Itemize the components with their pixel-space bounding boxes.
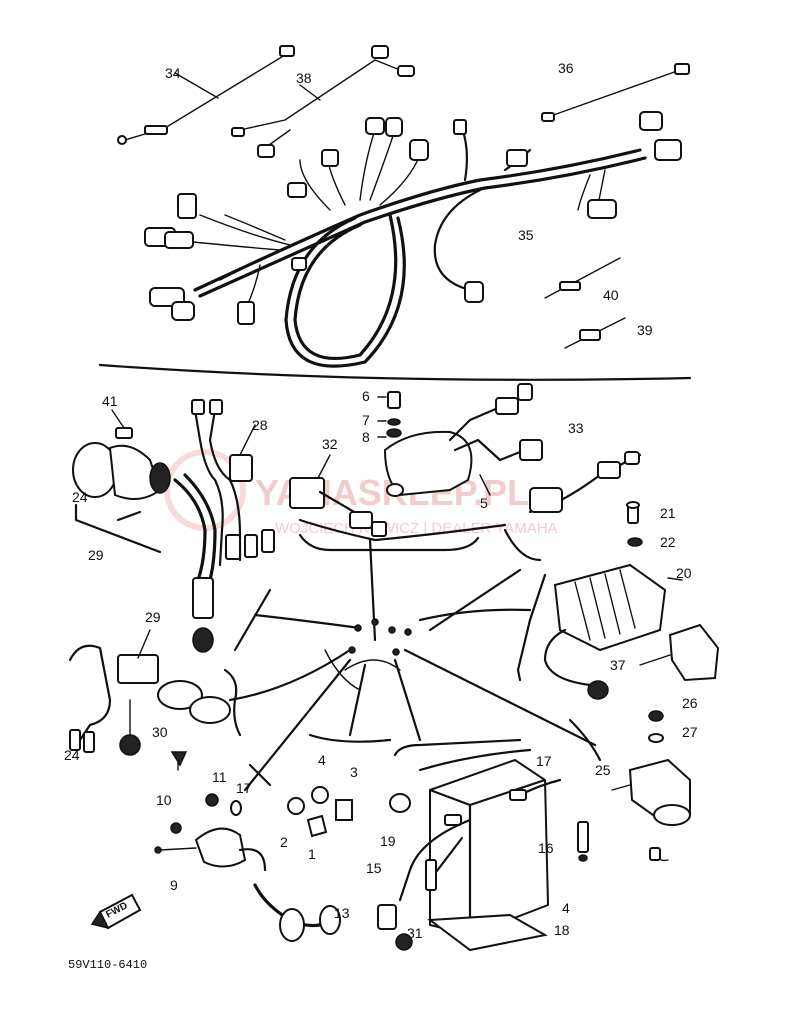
callout-40: 40	[603, 287, 619, 303]
callout-18: 18	[554, 922, 570, 938]
cable-36	[541, 63, 690, 122]
main-wire-harness	[144, 111, 682, 368]
callout-16: 16	[538, 840, 554, 856]
callout-10: 10	[156, 792, 172, 808]
callout-7: 7	[362, 412, 370, 428]
callout-5: 5	[480, 495, 488, 511]
callout-8: 8	[362, 429, 370, 445]
horn-24	[72, 442, 171, 554]
callout-26: 26	[682, 695, 698, 711]
callout-4: 4	[318, 752, 326, 768]
bracket-37	[639, 623, 720, 682]
callout-4b: 4	[562, 900, 570, 916]
battery-4	[418, 748, 562, 952]
washer-22	[627, 537, 643, 547]
callout-11: 11	[212, 769, 227, 785]
callout-41: 41	[102, 393, 118, 409]
callout-39: 39	[637, 322, 653, 338]
callout-21: 21	[660, 505, 676, 521]
callout-22: 22	[660, 534, 676, 550]
switch-9	[154, 793, 267, 872]
sub-harness-34	[117, 45, 295, 145]
callout-36: 36	[558, 60, 574, 76]
callout-33: 33	[568, 420, 584, 436]
connector-32	[289, 454, 387, 537]
handlebar-switch-29	[68, 629, 231, 756]
callout-29: 29	[145, 609, 161, 625]
starter-relay-25	[611, 758, 691, 862]
terminal-cover-19	[389, 793, 411, 813]
bolt-21	[626, 501, 640, 524]
callout-6: 6	[362, 388, 370, 404]
nut-26	[648, 710, 664, 722]
lead-40	[544, 257, 621, 299]
callout-24: 24	[72, 489, 88, 505]
bolt-3	[335, 799, 353, 821]
igniter-unit-5	[383, 383, 543, 497]
connection-hub	[228, 518, 597, 792]
callout-24b: 24	[64, 747, 80, 763]
catalog-code: 59V110-6410	[68, 958, 147, 972]
callout-17b: 17	[236, 780, 252, 796]
lead-13	[253, 883, 341, 942]
relay-28	[173, 399, 275, 653]
bolt-30	[170, 751, 188, 771]
callout-29b: 29	[88, 547, 104, 563]
callout-38: 38	[296, 70, 312, 86]
callout-25: 25	[595, 762, 611, 778]
callout-15: 15	[366, 860, 382, 876]
battery-lead-15	[377, 818, 472, 951]
bracket-lines	[223, 528, 602, 787]
lead-33	[528, 451, 642, 514]
callout-27: 27	[682, 724, 698, 740]
callout-31: 31	[407, 925, 423, 941]
section-divider-line	[98, 363, 692, 381]
clip-41	[115, 427, 133, 439]
callout-20: 20	[676, 565, 692, 581]
callout-34: 34	[165, 65, 181, 81]
screw-set-6-7-8	[377, 391, 402, 438]
callout-2: 2	[280, 834, 288, 850]
callout-3: 3	[350, 764, 358, 780]
damper-4	[311, 786, 329, 804]
sub-lead-38	[231, 45, 415, 158]
fuse-16	[577, 821, 589, 862]
damper-2	[287, 797, 305, 815]
callout-32: 32	[322, 436, 338, 452]
callout-19: 19	[380, 833, 396, 849]
lead-39	[564, 317, 626, 349]
callout-17: 17	[536, 753, 552, 769]
callout-9: 9	[170, 877, 178, 893]
callout-30: 30	[152, 724, 168, 740]
callout-35: 35	[518, 227, 534, 243]
callout-13: 13	[334, 905, 350, 921]
callout-1: 1	[308, 846, 316, 862]
forward-direction-arrow: FWD	[90, 893, 142, 930]
callout-labels: 34 38 36 35 40 39 6 7 8 41 28 32 33 24 2…	[64, 60, 698, 941]
switch-1	[306, 814, 328, 838]
callout-37: 37	[610, 657, 626, 673]
watermark-tagline: WOJCIECH KOWICZ | DEALER YAMAHA	[275, 520, 558, 537]
washer-27	[648, 733, 664, 743]
callout-28: 28	[252, 417, 268, 433]
rectifier-regulator-20	[543, 563, 683, 700]
